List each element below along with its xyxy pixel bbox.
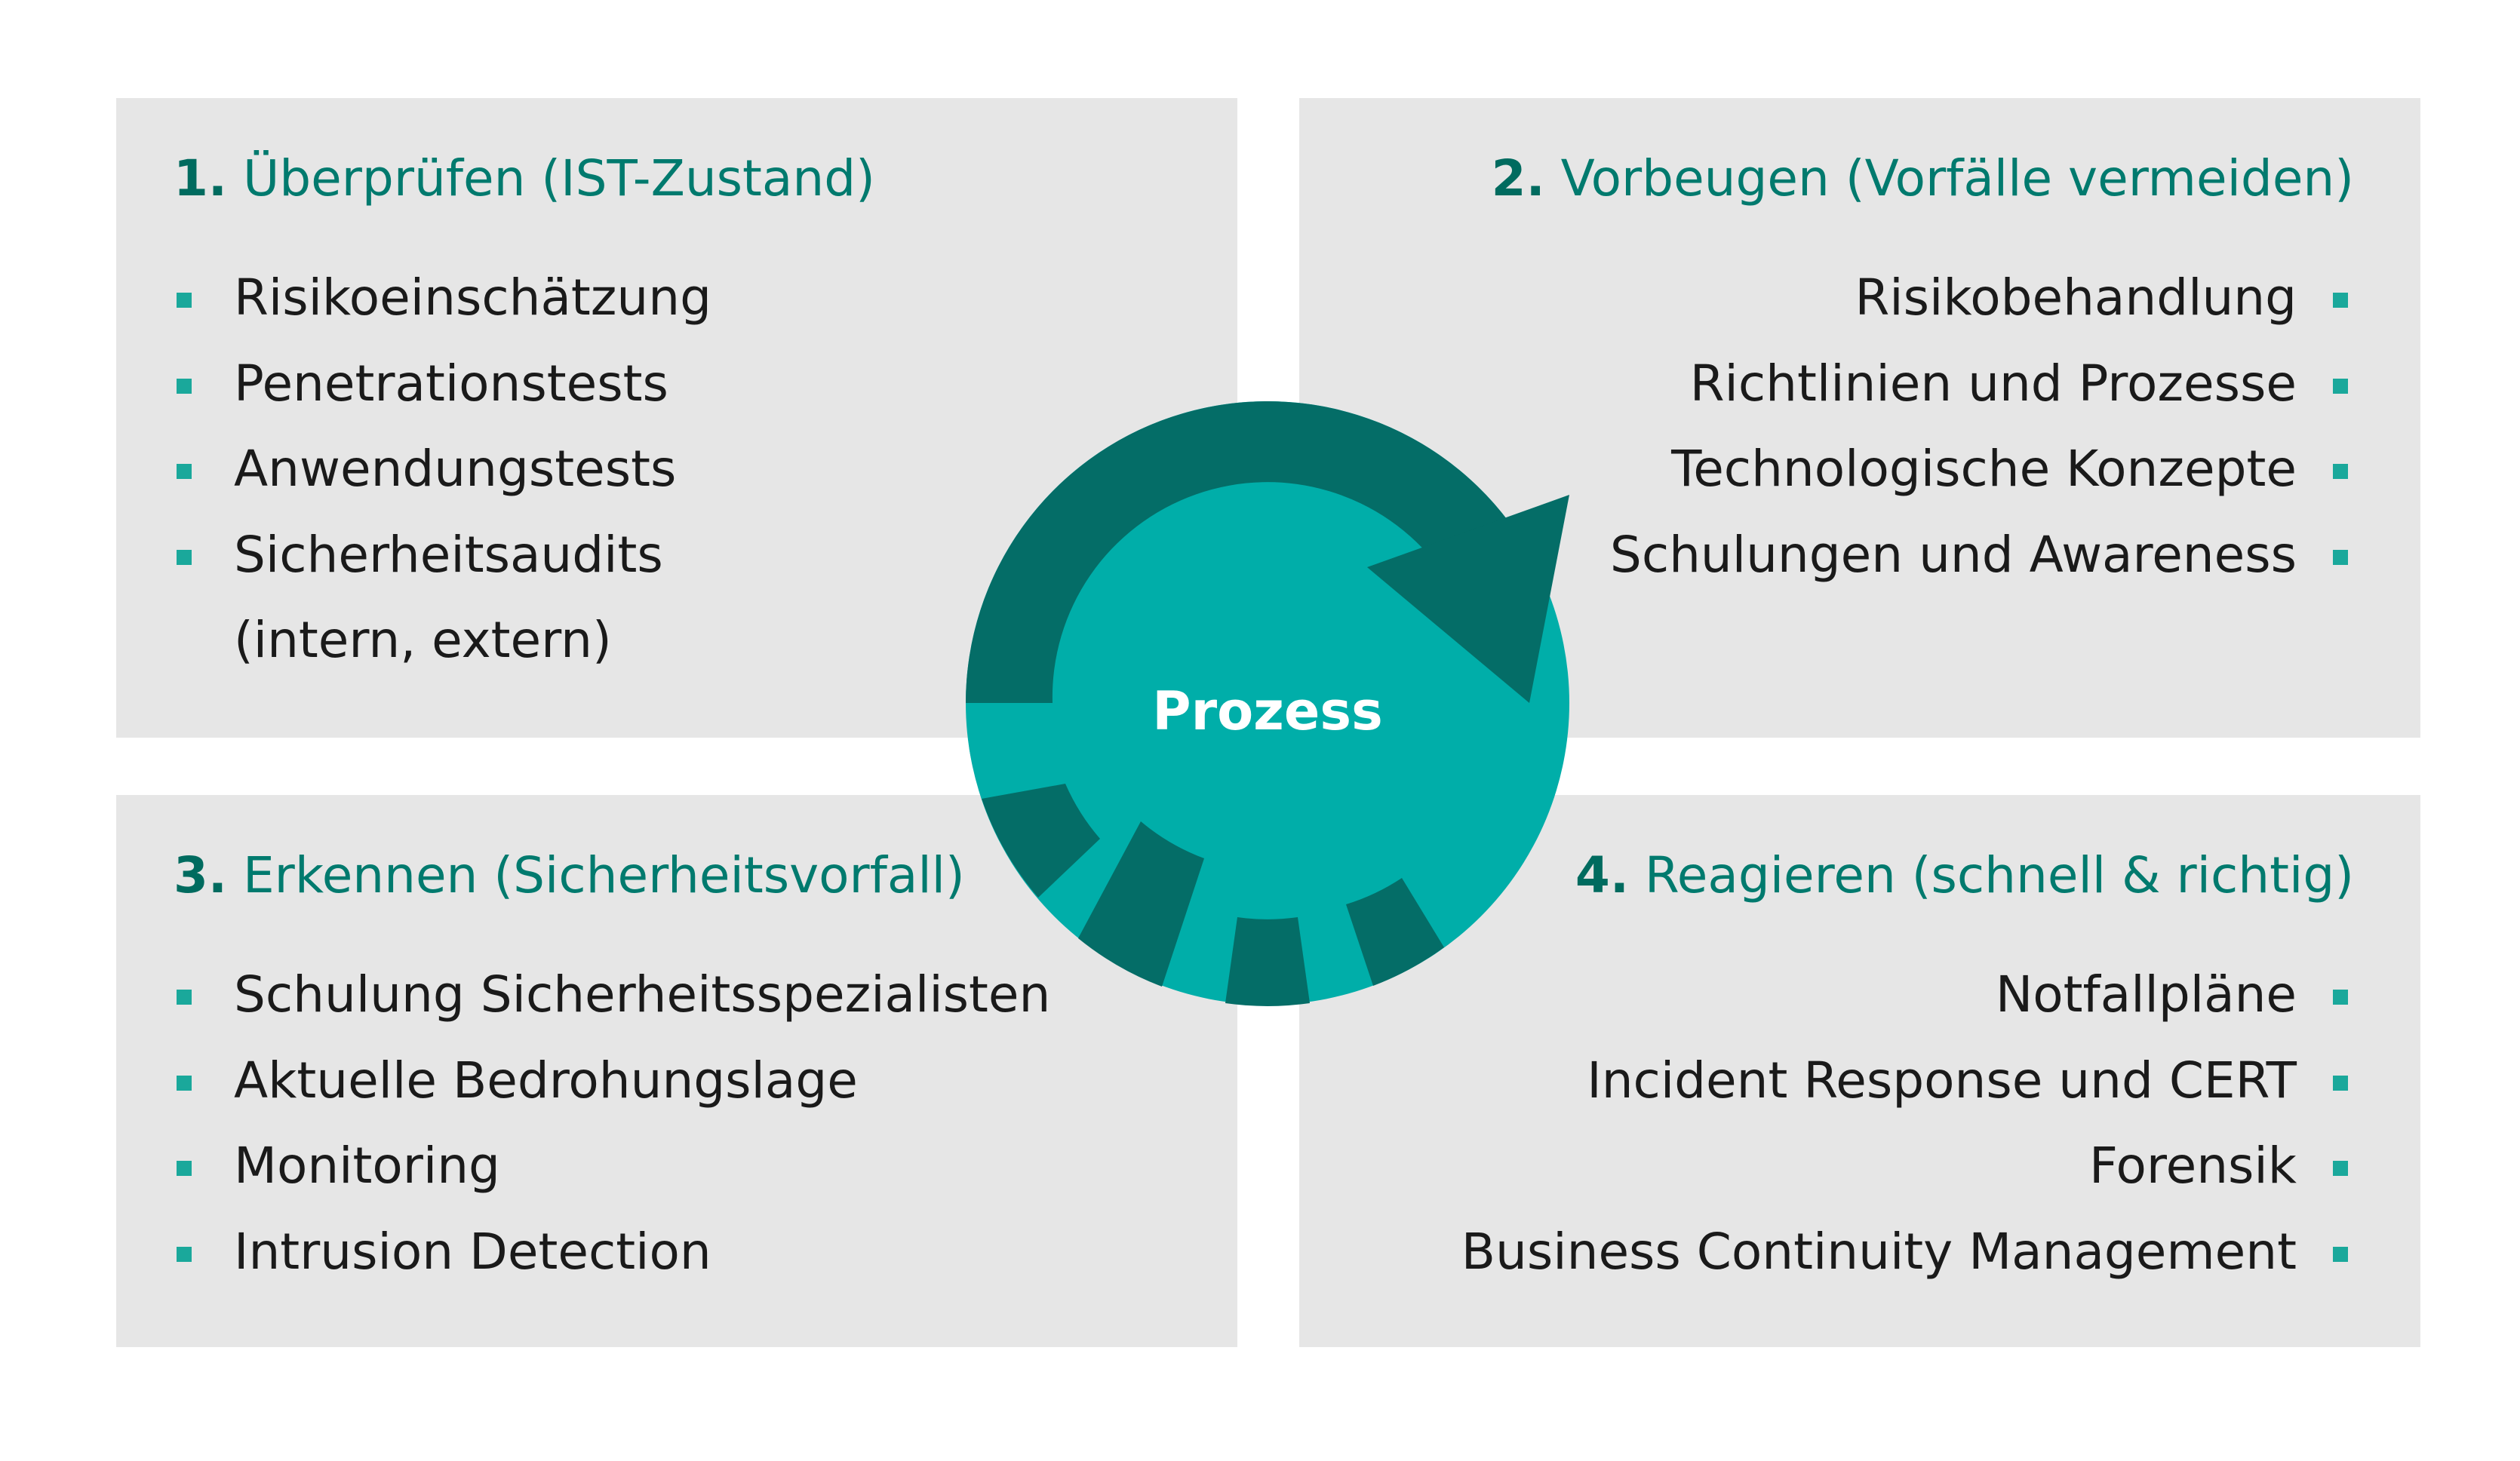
cycle-segment (1225, 917, 1310, 1006)
list-item: Risikobehandlung (1610, 273, 2354, 359)
quadrant-number: 1. (174, 149, 227, 207)
square-bullet-icon (177, 990, 192, 1005)
list-item: Aktuelle Bedrohungslage (177, 1055, 1050, 1142)
quadrant-title: Erkennen (Sicherheitsvorfall) (242, 846, 965, 904)
quadrant-heading: 3. Erkennen (Sicherheitsvorfall) (174, 851, 965, 901)
process-cycle-icon (966, 401, 1569, 1006)
cycle-arrow-head-icon (1367, 495, 1569, 703)
list-item: Risikoeinschätzung (177, 273, 711, 359)
square-bullet-icon (177, 378, 192, 394)
square-bullet-icon (2333, 378, 2348, 394)
square-bullet-icon (177, 1246, 192, 1262)
list-item: Schulung Sicherheitsspezialisten (177, 970, 1050, 1056)
list-item: Intrusion Detection (177, 1226, 1050, 1313)
list-item: Notfallpläne (1461, 970, 2354, 1056)
square-bullet-icon (177, 1161, 192, 1176)
square-bullet-icon (177, 1075, 192, 1091)
list-item-continuation: (intern, extern) (234, 611, 612, 669)
square-bullet-icon (177, 293, 192, 308)
quadrant-number: 2. (1491, 149, 1545, 207)
square-bullet-icon (2333, 293, 2348, 308)
square-bullet-icon (2333, 990, 2348, 1005)
cycle-segment (1078, 821, 1204, 987)
quadrant-heading: 2. Vorbeugen (Vorfälle vermeiden) (1492, 154, 2354, 204)
list-item: Technologische Konzepte (1610, 444, 2354, 530)
quadrant-ueberpruefen: 1. Überprüfen (IST-Zustand) Risikoeinsch… (116, 98, 1237, 738)
quadrant-item-list: Risikoeinschätzung Penetrationstests Anw… (177, 273, 711, 701)
quadrant-number: 3. (174, 846, 227, 904)
list-item: Schulungen und Awareness (1610, 529, 2354, 616)
quadrant-item-list: Risikobehandlung Richtlinien und Prozess… (1610, 273, 2354, 615)
list-item: Business Continuity Management (1461, 1226, 2354, 1313)
square-bullet-icon (177, 464, 192, 479)
list-item: Anwendungstests (177, 444, 711, 530)
square-bullet-icon (2333, 1161, 2348, 1176)
quadrant-item-list: Notfallpläne Incident Response und CERT … (1461, 970, 2354, 1312)
cycle-segment (1346, 878, 1444, 986)
quadrant-title: Vorbeugen (Vorfälle vermeiden) (1560, 149, 2354, 207)
quadrant-item-list: Schulung Sicherheitsspezialisten Aktuell… (177, 970, 1050, 1312)
list-item: Forensik (1461, 1141, 2354, 1227)
square-bullet-icon (2333, 1246, 2348, 1262)
quadrant-vorbeugen: 2. Vorbeugen (Vorfälle vermeiden) Risiko… (1299, 98, 2420, 738)
list-item: Penetrationstests (177, 358, 711, 445)
list-item: Sicherheitsaudits (177, 529, 711, 616)
cycle-segment (982, 784, 1100, 898)
quadrant-title: Reagieren (schnell & richtig) (1644, 846, 2354, 904)
quadrant-title: Überprüfen (IST-Zustand) (242, 149, 875, 207)
list-item: Richtlinien und Prozesse (1610, 358, 2354, 445)
square-bullet-icon (2333, 464, 2348, 479)
square-bullet-icon (2333, 1075, 2348, 1091)
quadrant-heading: 4. Reagieren (schnell & richtig) (1575, 851, 2354, 901)
cycle-segment (969, 737, 1062, 788)
cycle-center-label: Prozess (1152, 680, 1383, 742)
square-bullet-icon (177, 549, 192, 565)
quadrant-number: 4. (1575, 846, 1629, 904)
list-item: Incident Response und CERT (1461, 1055, 2354, 1142)
quadrant-heading: 1. Überprüfen (IST-Zustand) (174, 154, 875, 204)
square-bullet-icon (2333, 549, 2348, 565)
cycle-ring-arc (966, 401, 1509, 703)
list-item: Monitoring (177, 1141, 1050, 1227)
